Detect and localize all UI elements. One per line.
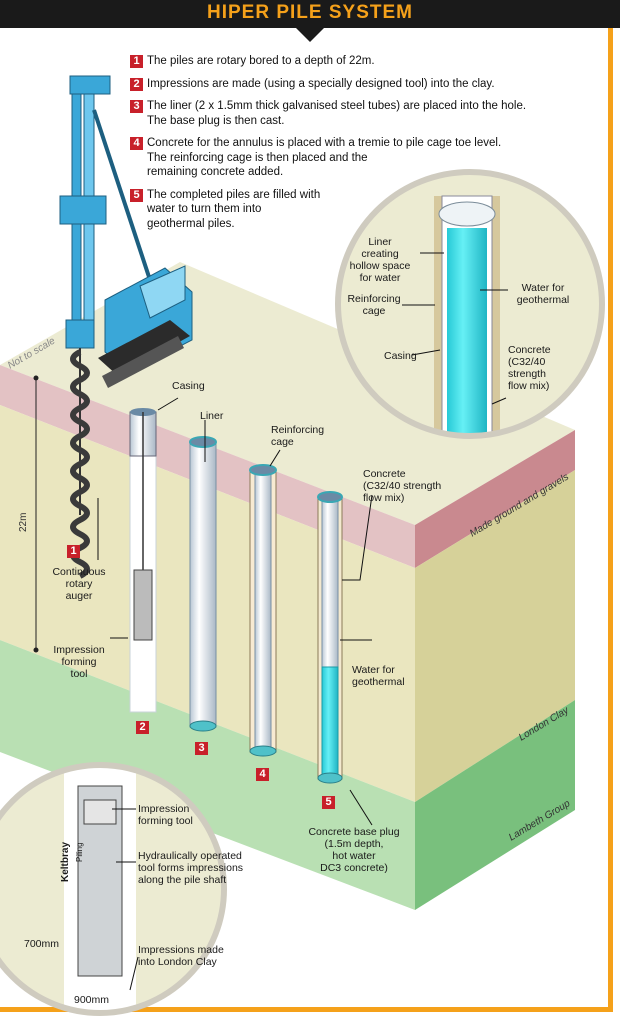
label-water: Water for geothermal (352, 664, 405, 688)
detail-label-concrete: Concrete (C32/40 strength flow mix) (508, 344, 551, 392)
detail-label-hydraulic: Hydraulically operated tool forms impres… (138, 850, 244, 886)
frame-right-border (608, 28, 613, 1012)
detail-label-water: Water for geothermal (516, 282, 570, 306)
rotary-rig (59, 75, 193, 579)
bottom-detail-circle (0, 762, 227, 1016)
lambeth-left (0, 640, 415, 910)
page-title: HIPER PILE SYSTEM (207, 2, 413, 23)
lambeth-right (415, 700, 575, 910)
title-notch (296, 28, 324, 42)
keltbray-logo: Keltbray (60, 841, 71, 882)
pile-number-5: 5 (322, 796, 335, 809)
pile-4 (249, 464, 277, 757)
detail-label-tool: Impression forming tool (138, 803, 193, 827)
detail-label-spacing: 700mm (24, 938, 60, 950)
pile-5 (317, 491, 343, 784)
step-2: 2 Impressions are made (using a speciall… (130, 77, 550, 92)
step-number: 4 (130, 137, 143, 150)
keltbray-logo-sub: Piling (75, 842, 84, 862)
step-1: 1 The piles are rotary bored to a depth … (130, 54, 550, 69)
detail-label-reinforcing-cage: Reinforcing cage (347, 293, 401, 317)
depth-label: 22m (18, 512, 29, 532)
title-bar (0, 0, 620, 28)
label-impression-tool: Impression forming tool (53, 644, 105, 680)
pile-number-3: 3 (195, 742, 208, 755)
detail-label-liner: Liner creating hollow space for water (349, 236, 411, 284)
label-base-plug: Concrete base plug (1.5m depth, hot wate… (308, 826, 400, 874)
label-auger: Continuous rotary auger (52, 566, 106, 602)
top-detail-circle (335, 169, 605, 439)
pile-2 (129, 408, 157, 713)
step-3: 3 The liner (2 x 1.5mm thick galvanised … (130, 99, 550, 128)
pile-number-1: 1 (67, 545, 80, 558)
label-concrete: Concrete (C32/40 strength flow mix) (363, 468, 442, 504)
london-clay-right (415, 470, 575, 802)
pile-number-2: 2 (136, 721, 149, 734)
label-liner: Liner (200, 410, 224, 422)
steps-list: 1 The piles are rotary bored to a depth … (130, 54, 550, 239)
made-ground-right (415, 430, 575, 568)
detail-label-casing: Casing (384, 350, 417, 362)
step-5: 5 The completed piles are filled with wa… (130, 188, 550, 232)
pile-3 (189, 436, 217, 732)
label-casing: Casing (172, 380, 205, 392)
leader-lines (97, 252, 508, 991)
step-text: Impressions are made (using a specially … (147, 77, 495, 90)
step-4: 4 Concrete for the annulus is placed wit… (130, 136, 550, 180)
step-text: Concrete for the annulus is placed with … (147, 137, 502, 178)
step-number: 1 (130, 55, 143, 68)
label-reinforcing-cage: Reinforcing cage (271, 424, 325, 448)
step-number: 5 (130, 188, 143, 202)
detail-label-impressions: Impressions made into London Clay (138, 944, 224, 968)
step-text: The piles are rotary bored to a depth of… (147, 55, 375, 67)
step-text: The completed piles are filled with wate… (147, 188, 321, 230)
step-number: 2 (130, 77, 143, 91)
step-text: The liner (2 x 1.5mm thick galvanised st… (147, 100, 527, 127)
depth-indicator (33, 375, 39, 653)
pile-number-4: 4 (256, 768, 269, 781)
step-number: 3 (130, 100, 143, 113)
frame-bottom-border (0, 1007, 613, 1012)
detail-label-width: 900mm (74, 994, 110, 1006)
